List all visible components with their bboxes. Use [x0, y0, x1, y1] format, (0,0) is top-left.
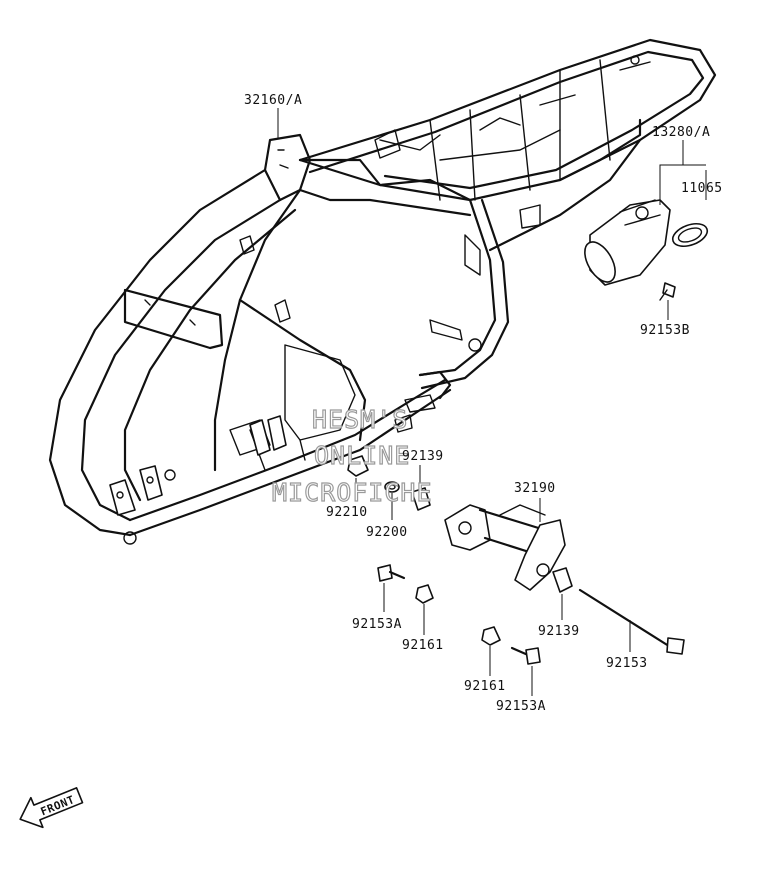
hardware-drawing — [347, 455, 685, 665]
label-collar-top: 92139 — [402, 449, 444, 464]
label-bolt-b: 92153B — [640, 323, 690, 338]
muffler-cover-drawing — [584, 199, 709, 301]
label-nut-bottom: 92161 — [464, 679, 506, 694]
label-long-bolt: 92153 — [606, 656, 648, 671]
label-nut-mid: 92161 — [402, 638, 444, 653]
label-kit: 13280/A — [652, 125, 710, 140]
label-bolt-a-bottom: 92153A — [496, 699, 546, 714]
label-washer: 92200 — [366, 525, 408, 540]
label-bracket: 32190 — [514, 481, 556, 496]
watermark-line-2: ONLINE — [314, 441, 410, 470]
frame-drawing — [48, 38, 717, 545]
watermark: HESM'S ONLINE MICROFICHE — [271, 404, 433, 507]
bracket-drawing — [444, 504, 566, 591]
label-cap: 11065 — [681, 181, 723, 196]
label-collar-right: 92139 — [538, 624, 580, 639]
label-frame: 32160/A — [244, 93, 302, 108]
label-bolt-a-left: 92153A — [352, 617, 402, 632]
watermark-line-1: HESM'S — [312, 405, 408, 434]
part-labels: 32160/A 13280/A 11065 92153B 92139 92210… — [244, 93, 723, 714]
leader-lines — [277, 108, 707, 696]
label-nut-left: 92210 — [326, 505, 368, 520]
front-arrow: FRONT — [19, 787, 84, 829]
watermark-line-3: MICROFICHE — [272, 478, 433, 507]
